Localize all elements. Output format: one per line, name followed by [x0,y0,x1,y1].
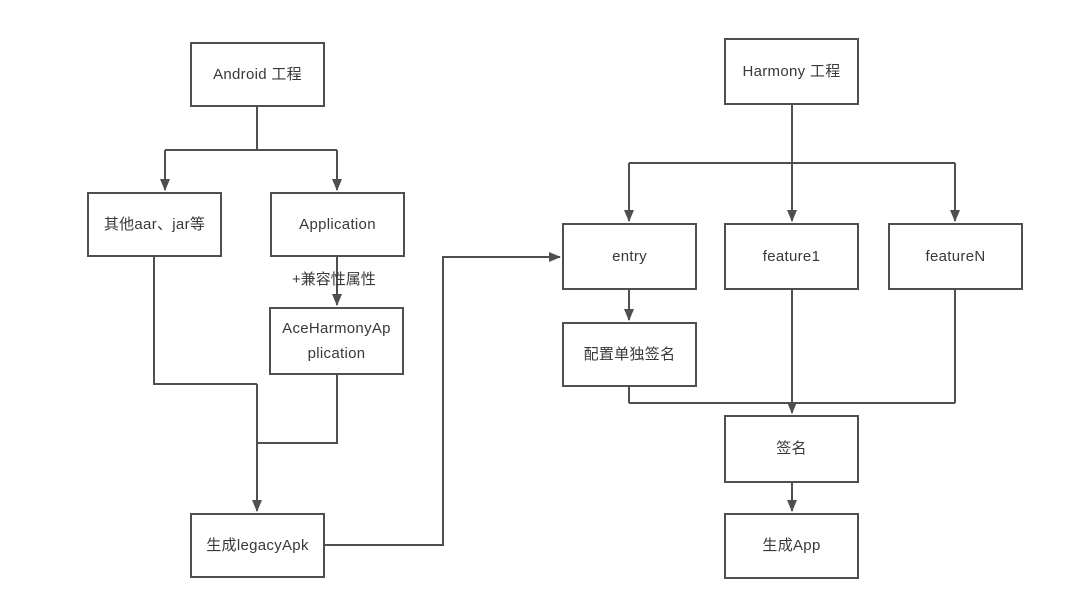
node-application-label: Application [299,215,376,233]
node-ace-harmony-application-label: AceHarmonyApplication [282,319,391,363]
node-other-aar-jar: 其他aar、jar等 [87,192,222,257]
node-harmony-project: Harmony 工程 [724,38,859,105]
node-config-separate-sign: 配置单独签名 [562,322,697,387]
connector-legacyapk-to-entry [325,252,561,546]
connector-harmony-split [629,105,955,164]
connector-otheraar-merge [153,257,257,385]
node-generate-legacy-apk: 生成legacyApk [190,513,325,578]
node-feature1: feature1 [724,223,859,290]
node-featuren: featureN [888,223,1023,290]
node-ace-harmony-application: AceHarmonyApplication [269,307,404,375]
node-generate-legacy-apk-label: 生成legacyApk [206,536,309,554]
node-generate-app-label: 生成App [762,537,821,555]
node-android-project: Android 工程 [190,42,325,107]
node-harmony-project-label: Harmony 工程 [742,62,841,80]
node-other-aar-jar-label: 其他aar、jar等 [103,215,206,233]
node-android-project-label: Android 工程 [213,65,302,83]
edge-label-compatibility-attribute: +兼容性属性 [292,271,376,288]
connector-aceharmony-merge [257,375,338,444]
node-entry: entry [562,223,697,290]
node-featuren-label: featureN [925,247,986,265]
node-generate-app: 生成App [724,513,859,579]
node-entry-label: entry [612,247,647,265]
node-sign-label: 签名 [776,440,807,458]
node-feature1-label: feature1 [762,247,821,265]
node-application: Application [270,192,405,257]
node-config-separate-sign-label: 配置单独签名 [583,345,676,363]
connector-android-split [165,107,337,151]
node-sign: 签名 [724,415,859,483]
